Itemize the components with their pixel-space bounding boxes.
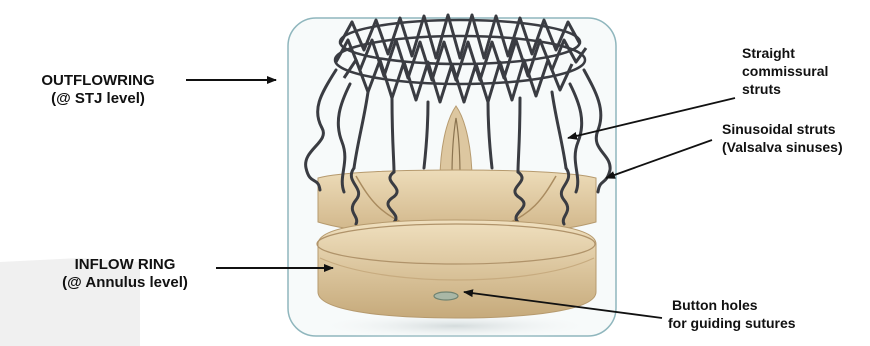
straight-struts-line3: struts <box>742 80 828 98</box>
sinusoidal-struts-line2: (Valsalva sinuses) <box>722 138 843 156</box>
inflow-ring-subtitle: (@ Annulus level) <box>40 274 210 292</box>
straight-struts-line2: commissural <box>742 62 828 80</box>
button-holes-label: Button holes for guiding sutures <box>668 296 796 332</box>
outflow-ring-label: OUTFLOWRING (@ STJ level) <box>18 72 178 108</box>
outflow-ring-title: OUTFLOWRING <box>18 72 178 90</box>
outflow-ring-subtitle: (@ STJ level) <box>18 90 178 108</box>
straight-struts-line1: Straight <box>742 44 828 62</box>
inflow-ring-label: INFLOW RING (@ Annulus level) <box>40 256 210 292</box>
button-holes-line2: for guiding sutures <box>668 314 796 332</box>
sinusoidal-struts-label: Sinusoidal struts (Valsalva sinuses) <box>722 120 843 156</box>
sinusoidal-struts-leader <box>606 140 712 178</box>
inflow-ring-title: INFLOW RING <box>40 256 210 274</box>
button-holes-line1: Button holes <box>668 296 796 314</box>
button-hole <box>434 292 458 300</box>
straight-struts-label: Straight commissural struts <box>742 44 828 98</box>
sinusoidal-struts-line1: Sinusoidal struts <box>722 120 843 138</box>
